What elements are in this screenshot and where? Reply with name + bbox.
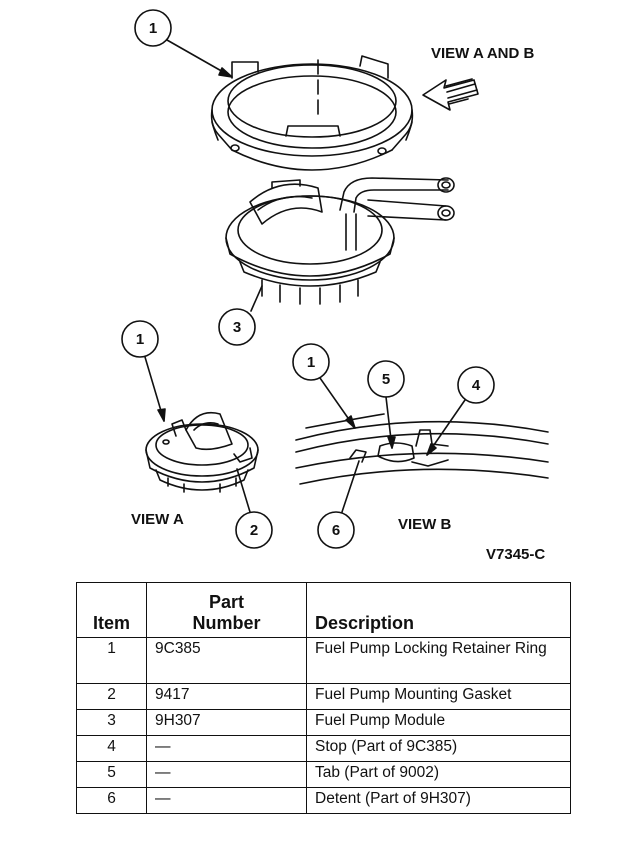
- callout-5-text: 5: [382, 371, 390, 388]
- row-part: 9H307: [146, 709, 307, 736]
- table-row: 1 9C385 Fuel Pump Locking Retainer Ring: [76, 637, 571, 684]
- table-row: 3 9H307 Fuel Pump Module: [76, 709, 571, 736]
- row-item: 2: [76, 683, 147, 710]
- row-item: 5: [76, 761, 147, 788]
- table-row: 5 — Tab (Part of 9002): [76, 761, 571, 788]
- row-part: 9417: [146, 683, 307, 710]
- table-header-row: Item Part Number Description: [76, 582, 571, 638]
- row-description: Fuel Pump Mounting Gasket: [306, 683, 571, 710]
- callout-1-view-b-text: 1: [307, 354, 315, 371]
- row-part: 9C385: [146, 637, 307, 684]
- row-description: Tab (Part of 9002): [306, 761, 571, 788]
- table-row: 6 — Detent (Part of 9H307): [76, 787, 571, 814]
- row-item: 4: [76, 735, 147, 762]
- callout-1-top: 1: [134, 9, 172, 47]
- leader-lines: [144, 39, 466, 513]
- row-item: 6: [76, 787, 147, 814]
- view-a-and-b-label: VIEW A AND B: [431, 45, 535, 62]
- callout-5: 5: [367, 360, 405, 398]
- header-part-line2: Number: [192, 613, 261, 633]
- parts-table: Item Part Number Description 1 9C385 Fue…: [76, 582, 571, 814]
- row-description: Stop (Part of 9C385): [306, 735, 571, 762]
- exploded-view-figure: 1 3 1 2 1 5 4 6: [121, 9, 549, 563]
- view-a-label: VIEW A: [131, 511, 184, 528]
- callout-1-top-text: 1: [149, 20, 157, 37]
- header-description: Description: [306, 582, 571, 638]
- header-part-number: Part Number: [146, 582, 307, 638]
- fuel-pump-module-illustration: [225, 177, 455, 305]
- callout-1-view-a: 1: [121, 320, 159, 358]
- retainer-ring-illustration: [210, 55, 414, 171]
- view-direction-arrow-icon: [422, 78, 479, 111]
- header-part-line1: Part: [208, 592, 244, 612]
- callout-1-view-a-text: 1: [136, 331, 144, 348]
- view-a-illustration: [145, 411, 259, 493]
- callout-1-view-b: 1: [292, 343, 330, 381]
- table-row: 4 — Stop (Part of 9C385): [76, 735, 571, 762]
- figure-illustration: 1 3 1 2 1 5 4 6: [121, 9, 549, 549]
- row-part: —: [146, 761, 307, 788]
- row-item: 1: [76, 637, 147, 684]
- row-part: —: [146, 735, 307, 762]
- callout-2: 2: [235, 511, 273, 549]
- view-b-illustration: [295, 413, 549, 485]
- table-row: 2 9417 Fuel Pump Mounting Gasket: [76, 683, 571, 710]
- callout-6: 6: [317, 511, 355, 549]
- callout-6-text: 6: [332, 522, 340, 539]
- view-b-label: VIEW B: [398, 516, 452, 533]
- row-description: Detent (Part of 9H307): [306, 787, 571, 814]
- row-description: Fuel Pump Locking Retainer Ring: [306, 637, 571, 684]
- header-item: Item: [76, 582, 147, 638]
- callout-2-text: 2: [250, 522, 258, 539]
- callout-3-text: 3: [233, 319, 241, 336]
- callout-4: 4: [457, 366, 495, 404]
- callout-3: 3: [218, 308, 256, 346]
- callout-4-text: 4: [472, 377, 481, 394]
- figure-code: V7345-C: [486, 546, 546, 563]
- row-part: —: [146, 787, 307, 814]
- row-description: Fuel Pump Module: [306, 709, 571, 736]
- row-item: 3: [76, 709, 147, 736]
